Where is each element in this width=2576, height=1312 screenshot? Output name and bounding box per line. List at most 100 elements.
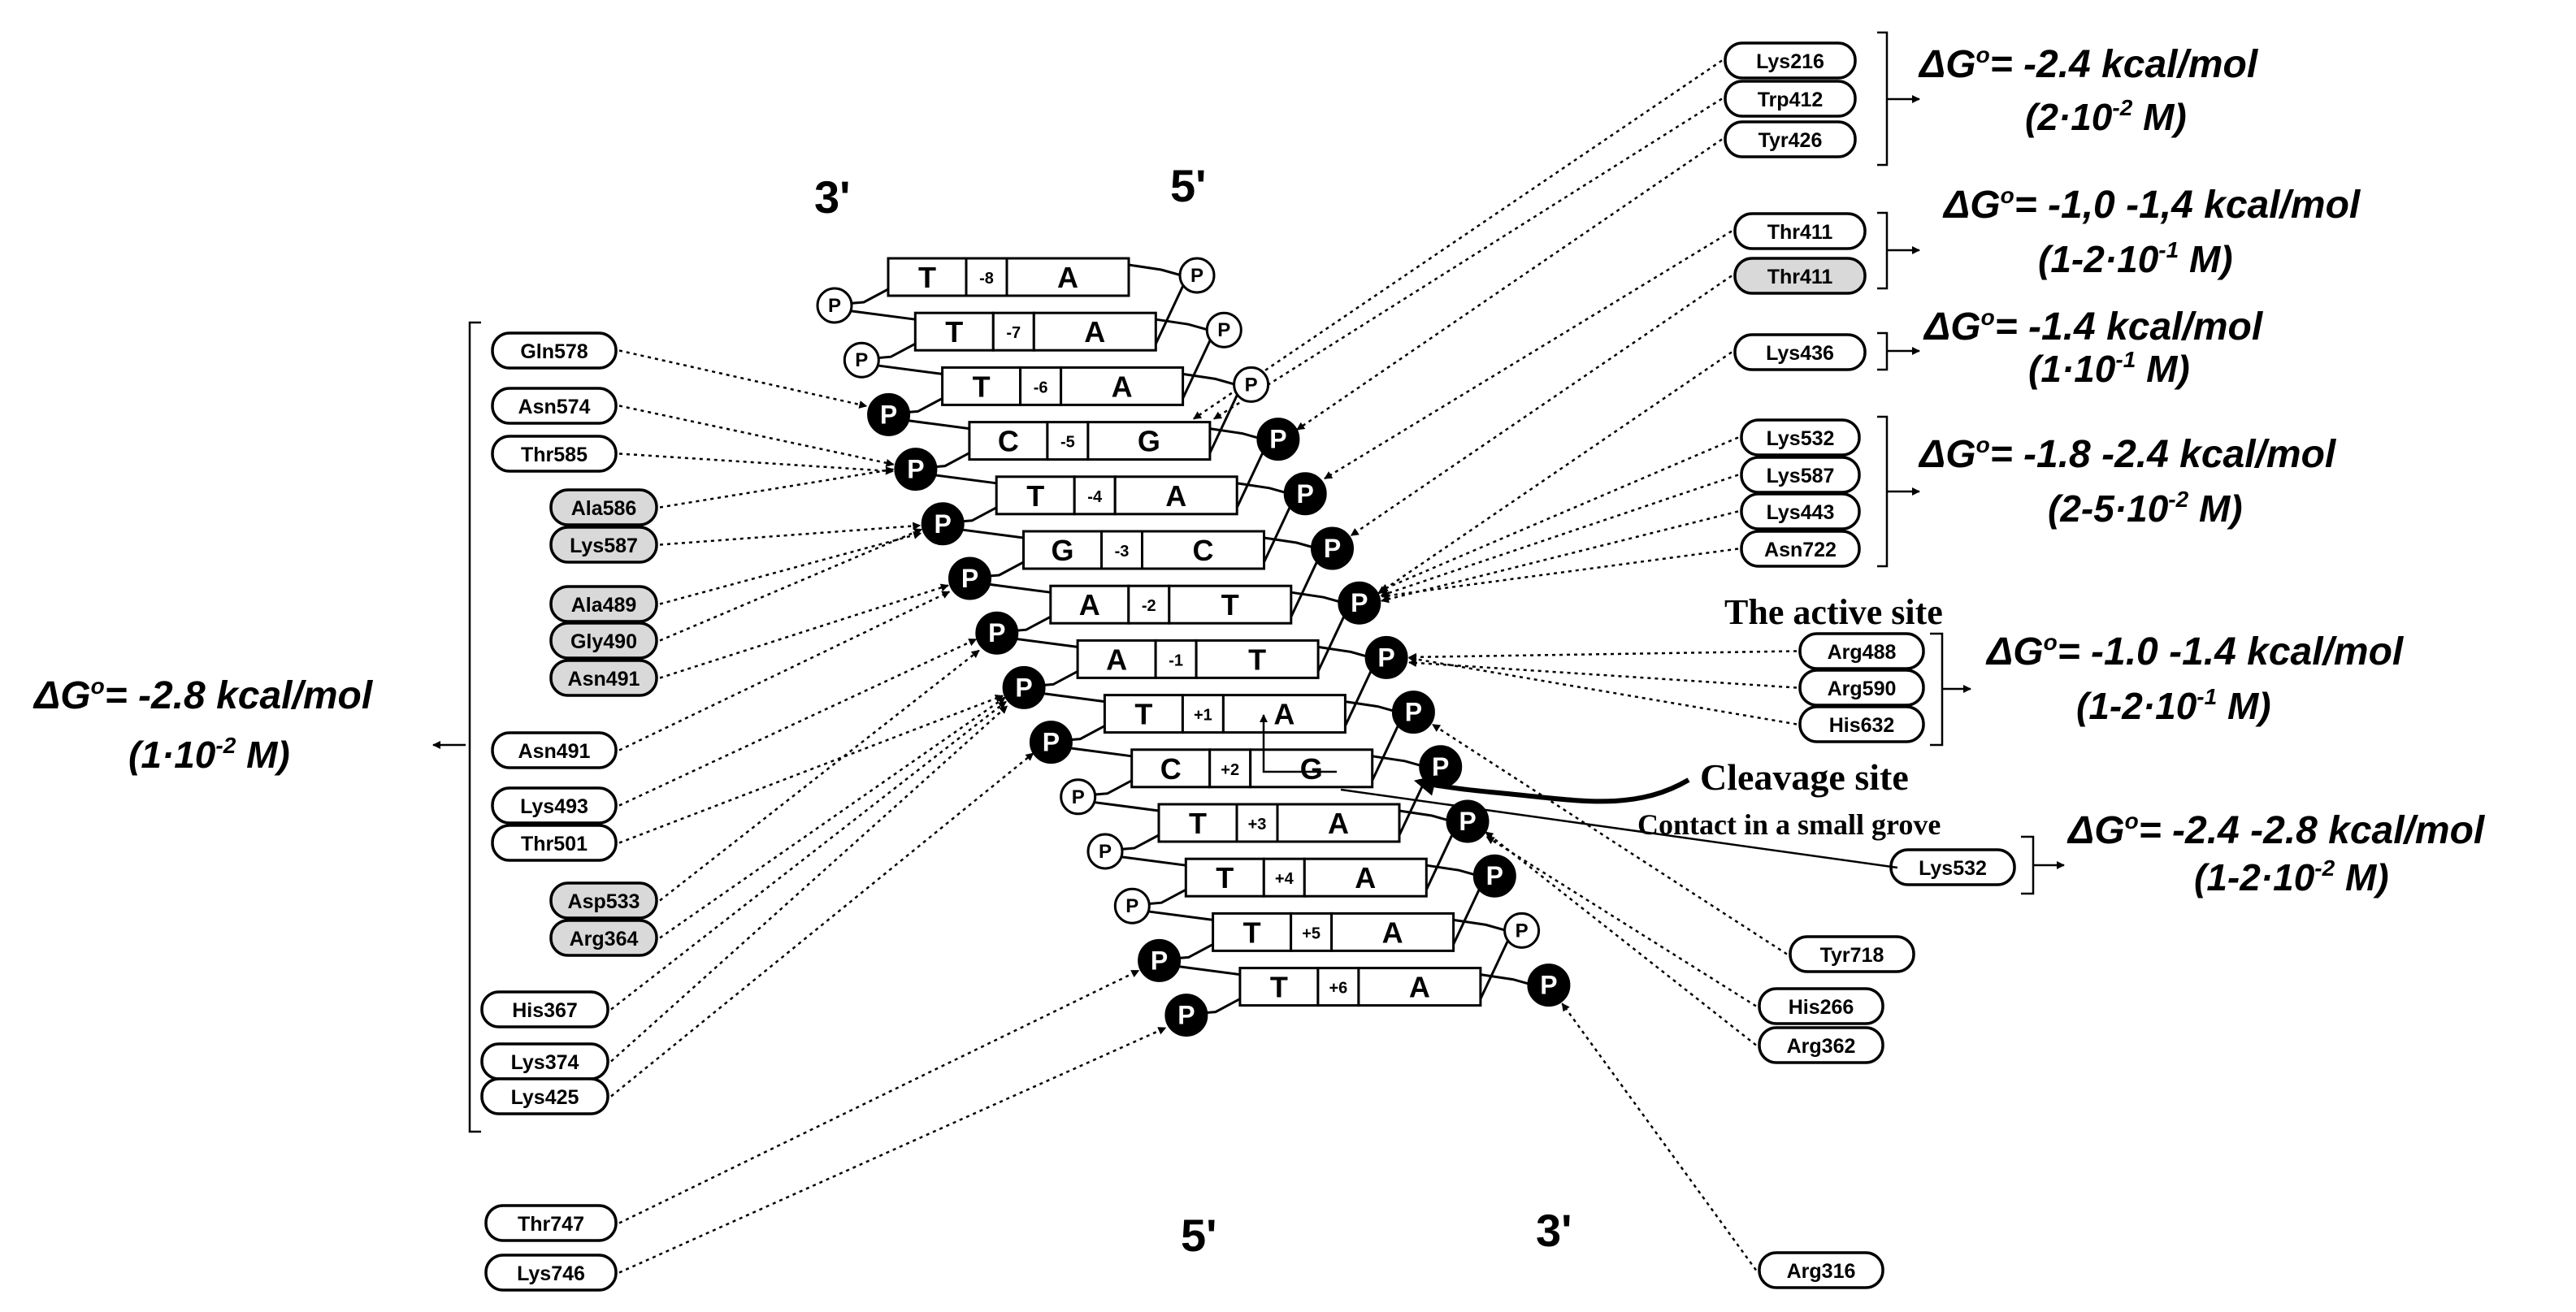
residue-label: Ala586: [549, 488, 658, 526]
left-phosphate: P: [921, 502, 965, 546]
base-position: -3: [1115, 543, 1130, 561]
residue-name: Lys493: [520, 795, 588, 818]
phosphate-label: P: [1177, 1001, 1195, 1030]
contact-line: [1561, 1002, 1758, 1271]
base-position: +4: [1275, 870, 1295, 888]
cleavage-site-label: Cleavage site: [1700, 756, 1909, 798]
strand-label-bottom-right: 3': [1536, 1205, 1572, 1256]
left-phosphate: P: [975, 611, 1019, 655]
backbone-left-link: [873, 363, 943, 375]
contact-line: [659, 530, 922, 605]
contact-line: [659, 522, 922, 546]
group4-bracket: [1877, 415, 1889, 568]
residue-label: Lys374: [480, 1042, 609, 1080]
base-pair-left-box: [1130, 748, 1212, 789]
phosphate-circle: [1472, 854, 1516, 898]
base-pair-right-box: [1249, 748, 1374, 789]
residue-label: Lys436: [1733, 333, 1867, 371]
right-phosphate: P: [1233, 366, 1270, 403]
contact-line: [1296, 138, 1723, 431]
phosphate-circle: [1164, 994, 1208, 1037]
contact-line: [618, 405, 895, 467]
residue-name: Arg362: [1787, 1035, 1856, 1058]
contact-line: [618, 969, 1140, 1224]
residue-name: Lys587: [1767, 465, 1835, 487]
contact-line: [1381, 510, 1739, 604]
left-group-energy: ΔGo= -2.8 kcal/mol (1·10-2 M): [33, 673, 374, 776]
base-left: A: [1106, 643, 1127, 676]
residue-label: Lys587: [549, 526, 658, 564]
residue-box: [491, 331, 618, 370]
residue-name: Ala489: [571, 594, 637, 617]
residue-box: [484, 1204, 618, 1242]
residue-label: Tyr426: [1724, 120, 1857, 158]
right-phosphate: P: [1178, 257, 1216, 294]
svg-text:ΔGo= -2.4 kcal/mol: ΔGo= -2.4 kcal/mol: [1918, 42, 2259, 86]
base-pair-left-box: [1238, 967, 1320, 1007]
residue-box: [491, 435, 618, 473]
residue-box: [549, 881, 658, 920]
backbone-left-link: [926, 473, 997, 485]
backbone-right-link: [1425, 825, 1458, 890]
residue-box: [1740, 418, 1861, 457]
group4-energy: ΔGo= -1.8 -2.4 kcal/mol (2-5·10-2 M): [1918, 432, 2337, 530]
contact-line: [1407, 655, 1798, 725]
contact-line: [610, 700, 1007, 1011]
residue-box: [484, 1254, 618, 1292]
residue-name: Lys436: [1766, 342, 1834, 365]
residue-box: [491, 824, 618, 862]
base-left: C: [1160, 752, 1182, 786]
residue-name: Asp533: [568, 890, 640, 913]
contact-line: [618, 349, 868, 409]
phosphate-label: P: [1043, 728, 1060, 757]
backbone-left-link: [1116, 855, 1186, 867]
base-pair-left-box: [887, 257, 968, 297]
base-pair-left-box: [941, 366, 1022, 406]
base-pair-right-box: [1357, 967, 1482, 1007]
contact-line: [1380, 474, 1739, 598]
phosphate-label: P: [880, 400, 897, 429]
residue-label: Asn491: [549, 659, 658, 697]
right-phosphate: P: [1205, 311, 1242, 349]
right-phosphate: P: [1256, 418, 1300, 461]
cleavage-site-arrow: [1413, 775, 1690, 804]
right-phosphate: P: [1338, 581, 1381, 625]
residue-labels: Gln578Asn574Thr585Ala586Lys587Ala489Gly4…: [480, 41, 2016, 1292]
backbone-right-link: [1452, 880, 1485, 946]
phosphate-label: P: [1432, 752, 1449, 782]
base-position: -8: [979, 270, 994, 288]
residue-label: His266: [1758, 987, 1884, 1025]
phosphate-circle: [948, 556, 991, 600]
left-phosphate: P: [1029, 721, 1073, 764]
residue-label: Asn722: [1740, 530, 1861, 568]
residue-box: [1733, 257, 1867, 295]
base-left: T: [973, 370, 991, 403]
contact-line: [618, 1027, 1167, 1274]
backbone-left-link: [1143, 909, 1213, 921]
right-phosphate: P: [1527, 963, 1571, 1007]
svg-text:ΔGo= -2.4 -2.8 kcal/mol: ΔGo= -2.4 -2.8 kcal/mol: [2066, 808, 2486, 852]
base-pair-right-box: [1221, 694, 1347, 734]
base-left: T: [1216, 861, 1234, 894]
contact-line: [659, 649, 980, 902]
backbone-right-link: [1316, 607, 1350, 673]
residue-name: Arg316: [1787, 1260, 1856, 1283]
base-right: A: [1112, 370, 1133, 403]
contact-line: [1381, 548, 1739, 600]
left-phosphate: P: [894, 448, 938, 491]
residue-box: [1740, 456, 1861, 494]
base-position: -1: [1169, 652, 1183, 669]
contact-line: [610, 705, 1008, 1063]
residue-box: [1758, 1026, 1884, 1064]
group5-energy: ΔGo= -1.0 -1.4 kcal/mol (1-2·10-1 M): [1985, 630, 2405, 727]
base-position: -2: [1142, 597, 1156, 615]
group3-energy: ΔGo= -1.4 kcal/mol (1·10-1 M): [1923, 305, 2264, 390]
phosphate-circle: [894, 448, 938, 491]
phosphate-label: P: [1072, 786, 1085, 808]
base-left: C: [998, 425, 1019, 458]
base-pair-position-box: [1100, 530, 1143, 570]
contact-line: [610, 752, 1034, 1098]
